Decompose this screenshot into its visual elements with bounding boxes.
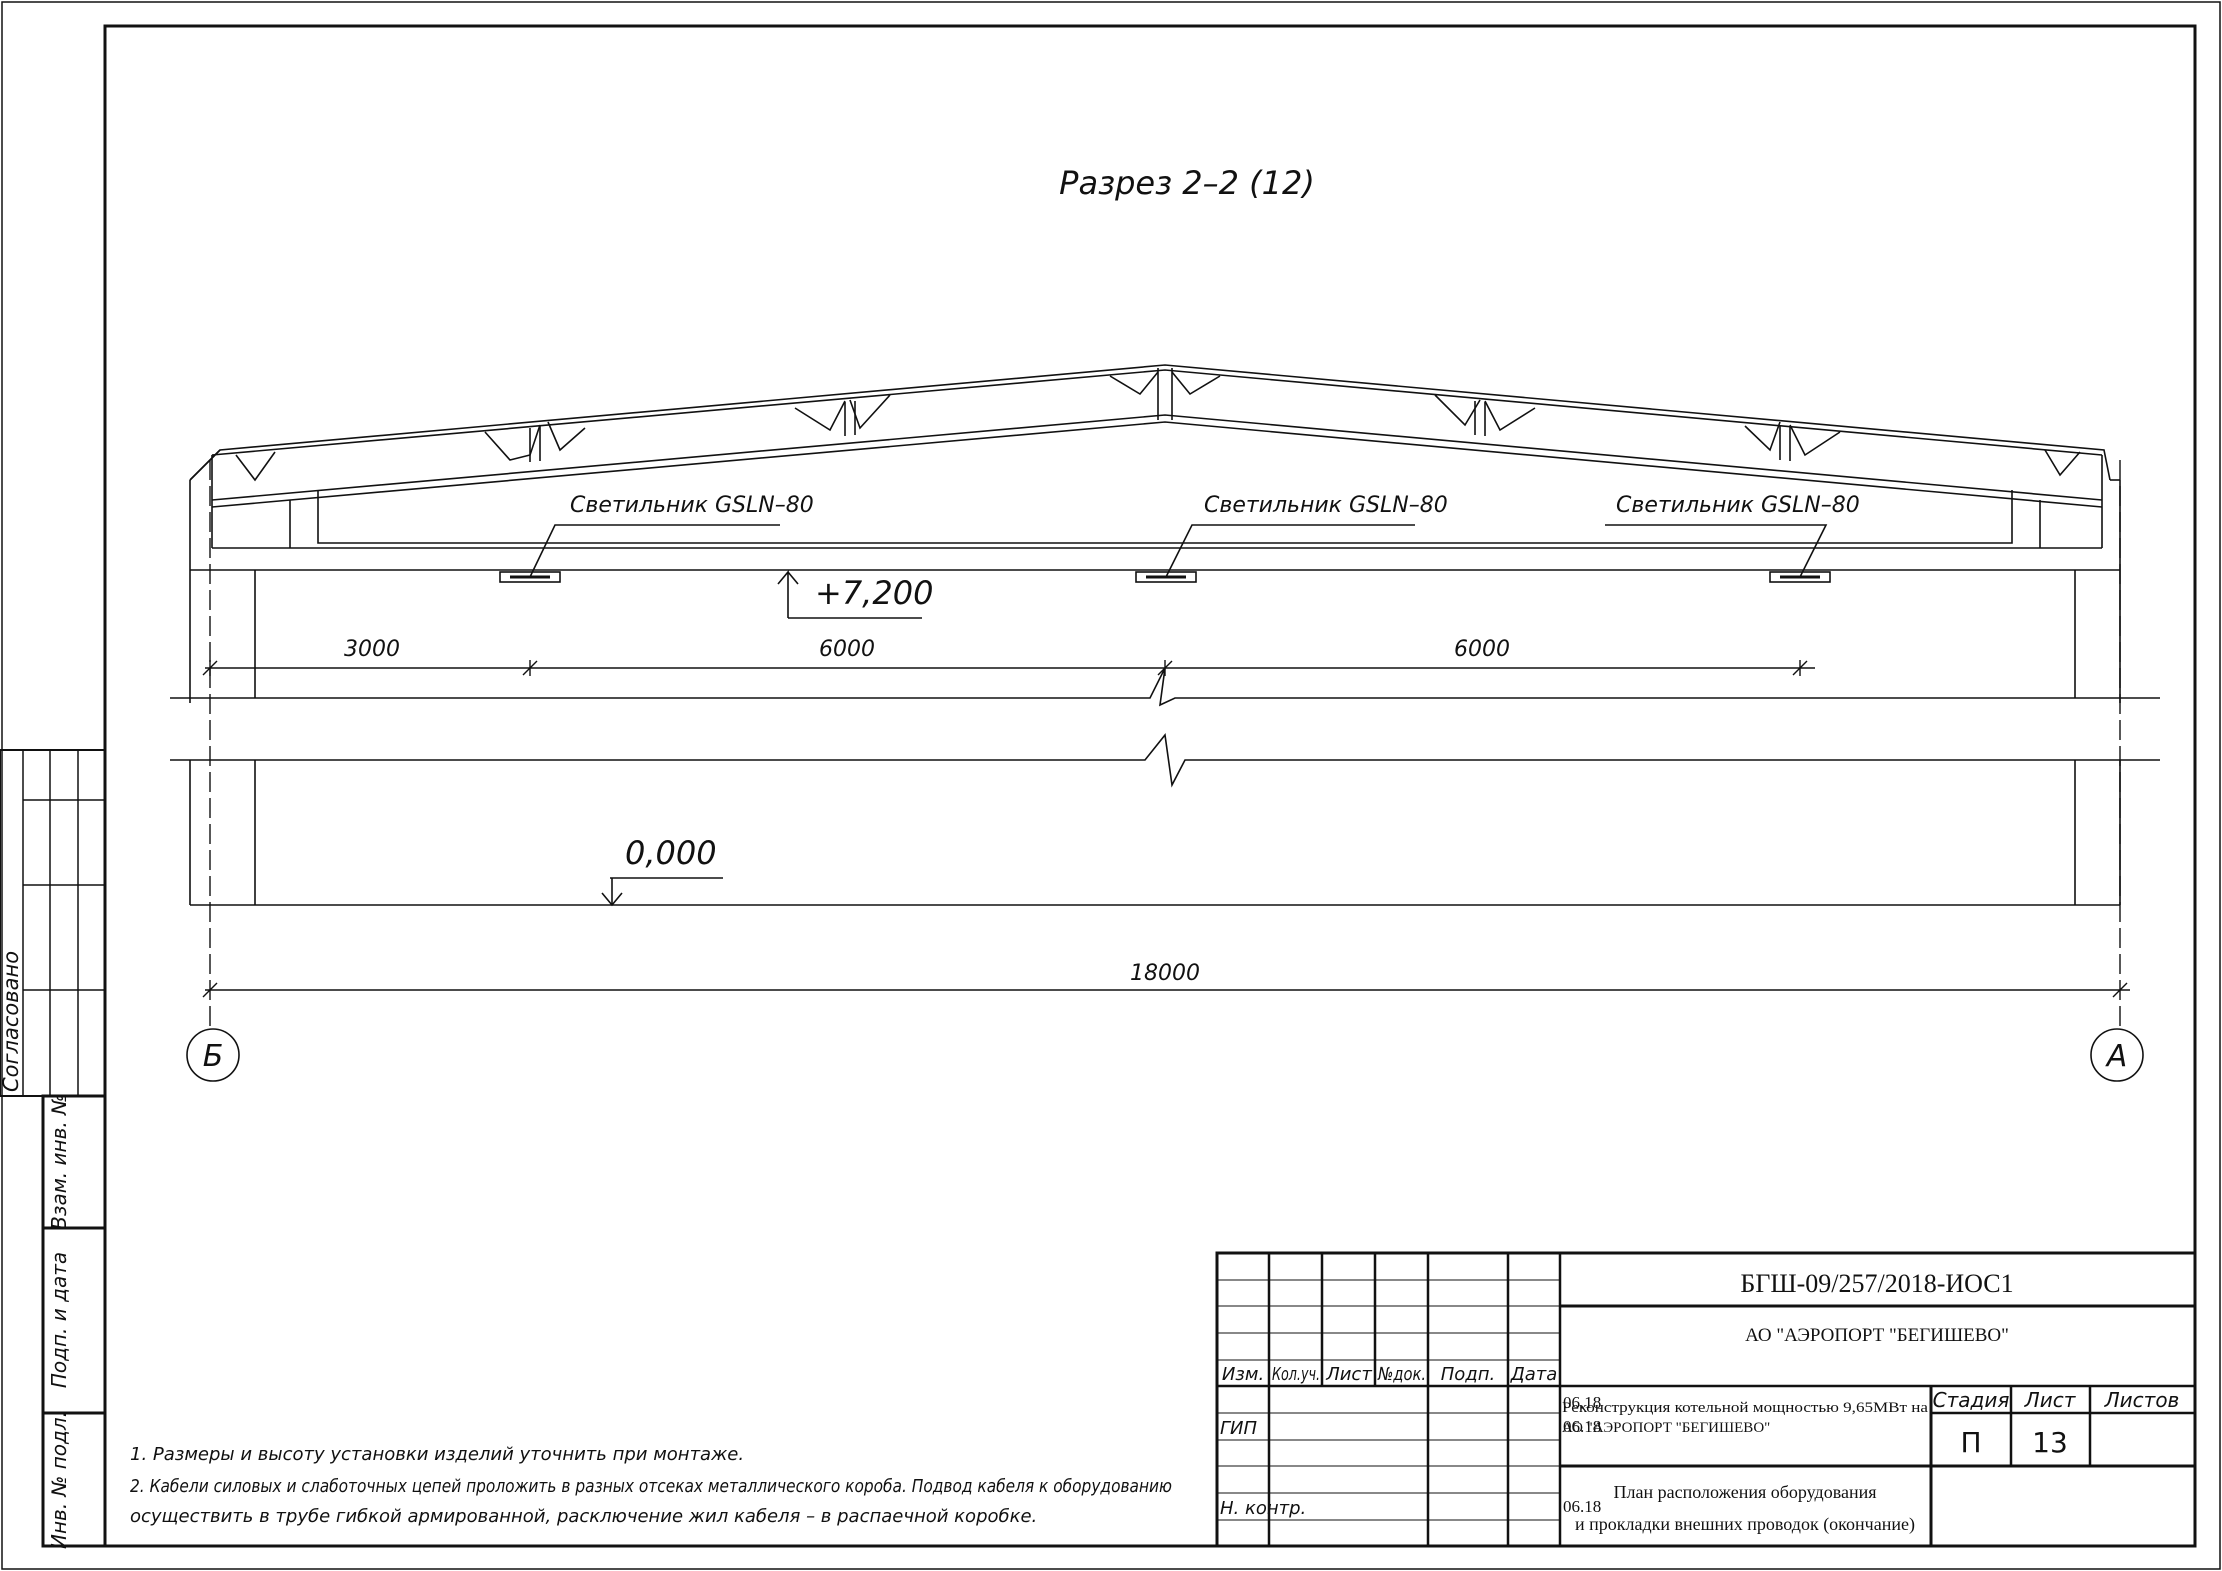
header-izm: Изм.: [1222, 1364, 1264, 1385]
dimension-18000: 18000: [1130, 961, 1200, 986]
project-line-2: АО "АЭРОПОРТ "БЕГИШЕВО": [1562, 1420, 1770, 1436]
elevation-marks: [601, 569, 922, 907]
header-podp: Подп.: [1441, 1364, 1495, 1385]
elevation-floor-label: 0,000: [625, 834, 717, 872]
inner-frame: [103, 24, 2197, 1548]
side-sign-date-label: Подп. и дата: [47, 1252, 71, 1388]
stage-value: П: [1960, 1426, 1981, 1459]
axis-label-right: А: [2105, 1039, 2128, 1074]
header-data: Дата: [1510, 1364, 1558, 1385]
roof-truss: [189, 364, 2111, 548]
luminaire-label-3: Светильник GSLN–80: [1616, 493, 1860, 518]
date-1: 06.18: [1563, 1393, 1601, 1412]
side-inv-orig-label: Инв. № подл.: [47, 1411, 71, 1549]
note-1: 1. Размеры и высоту установки изделий ут…: [130, 1444, 744, 1465]
sheets-header: Листов: [2104, 1388, 2180, 1412]
luminaires-graphics: [499, 524, 1831, 583]
axis-bubble-left: [186, 1028, 240, 1082]
title-block-grid: [1215, 1251, 2197, 1548]
stage-header: Стадия: [1933, 1388, 2010, 1412]
axis-label-left: Б: [203, 1039, 224, 1074]
role-gip: ГИП: [1220, 1418, 1257, 1439]
building-frame: [170, 449, 2160, 906]
luminaire-label-1: Светильник GSLN–80: [570, 493, 814, 518]
sheet-value: 13: [2032, 1426, 2068, 1459]
axis-bubble-right: [2090, 1028, 2144, 1082]
note-3: осуществить в трубе гибкой армированной,…: [130, 1506, 1037, 1527]
sheet-title-line-1: План расположения оборудования: [1614, 1482, 1877, 1502]
header-ndoc: №док.: [1377, 1364, 1426, 1385]
side-stamp: [0, 749, 107, 1548]
date-2: 06.18: [1563, 1417, 1601, 1436]
date-3: 06.18: [1563, 1497, 1601, 1516]
dimension-lines: [202, 460, 2130, 1030]
side-inv-replace-label: Взам. инв. №: [47, 1094, 71, 1230]
company-name: АО "АЭРОПОРТ "БЕГИШЕВО": [1745, 1325, 2009, 1346]
dimension-3000: 3000: [344, 637, 400, 662]
sheet-title-line-2: и прокладки внешних проводок (окончание): [1575, 1514, 1915, 1535]
note-2: 2. Кабели силовых и слаботочных цепей пр…: [130, 1476, 1172, 1497]
doc-code: БГШ-09/257/2018-ИОС1: [1740, 1269, 2013, 1298]
section-title: Разрез 2–2 (12): [1059, 164, 1315, 202]
role-nkontr: Н. контр.: [1220, 1498, 1306, 1519]
header-kol: Кол.уч.: [1272, 1364, 1320, 1385]
dimension-6000-b: 6000: [1454, 637, 1510, 662]
dimension-6000-a: 6000: [819, 637, 875, 662]
luminaire-label-2: Светильник GSLN–80: [1204, 493, 1448, 518]
sheet-header: Лист: [2024, 1388, 2077, 1412]
header-list: Лист: [1325, 1364, 1372, 1385]
project-line-1: Реконструкция котельной мощностью 9,65МВ…: [1562, 1400, 1928, 1416]
side-agreed-label: Согласовано: [0, 951, 23, 1092]
elevation-top-label: +7,200: [815, 574, 933, 612]
